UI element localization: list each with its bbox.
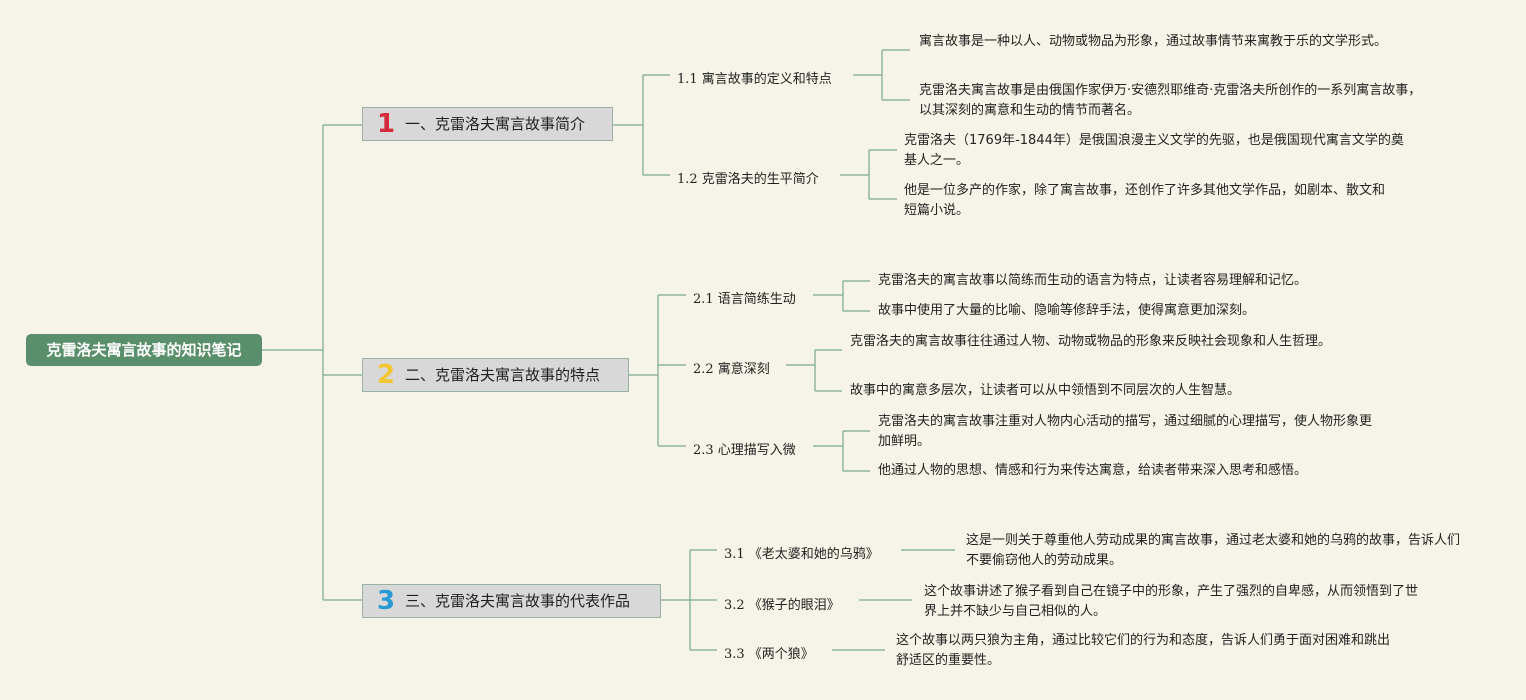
section-number-1: 1 bbox=[376, 109, 396, 139]
section-label: 二、克雷洛夫寓言故事的特点 bbox=[405, 366, 601, 384]
leaf-1-2-1: 克雷洛夫（1769年-1844年）是俄国浪漫主义文学的先驱，也是俄国现代寓言文学… bbox=[904, 133, 1404, 168]
root-node[interactable]: 克雷洛夫寓言故事的知识笔记 bbox=[26, 334, 262, 366]
section-3-node[interactable]: 3 三、克雷洛夫寓言故事的代表作品 bbox=[362, 584, 661, 618]
leaf-2-3-2: 他通过人物的思想、情感和行为来传达寓意，给读者带来深入思考和感悟。 bbox=[878, 463, 1308, 478]
leaf-1-1-2: 克雷洛夫寓言故事是由俄国作家伊万·安德烈耶维奇·克雷洛夫所创作的一系列寓言故事，… bbox=[919, 83, 1422, 118]
leaf-1-2-2: 他是一位多产的作家，除了寓言故事，还创作了许多其他文学作品，如剧本、散文和短篇小… bbox=[904, 183, 1386, 218]
leaf-1-1-1: 寓言故事是一种以人、动物或物品为形象，通过故事情节来寓教于乐的文学形式。 bbox=[919, 34, 1388, 49]
leaf-2-2-2: 故事中的寓意多层次，让读者可以从中领悟到不同层次的人生智慧。 bbox=[850, 383, 1241, 398]
subtopic-2-3[interactable]: 2.3 心理描写入微 bbox=[693, 443, 796, 458]
leaf-3-2-1: 这个故事讲述了猴子看到自己在镜子中的形象，产生了强烈的自卑感，从而领悟到了世界上… bbox=[924, 584, 1419, 619]
subtopic-3-1[interactable]: 3.1 《老太婆和她的乌鸦》 bbox=[724, 547, 879, 562]
section-label: 三、克雷洛夫寓言故事的代表作品 bbox=[405, 592, 631, 610]
leaf-3-1-1: 这是一则关于尊重他人劳动成果的寓言故事，通过老太婆和她的乌鸦的故事，告诉人们不要… bbox=[966, 533, 1461, 568]
subtopic-3-2[interactable]: 3.2 《猴子的眼泪》 bbox=[724, 598, 840, 613]
leaf-2-1-1: 克雷洛夫的寓言故事以简练而生动的语言为特点，让读者容易理解和记忆。 bbox=[878, 273, 1308, 288]
section-label: 一、克雷洛夫寓言故事简介 bbox=[405, 115, 586, 133]
leaf-2-1-2: 故事中使用了大量的比喻、隐喻等修辞手法，使得寓意更加深刻。 bbox=[878, 303, 1256, 318]
section-2-node[interactable]: 2 二、克雷洛夫寓言故事的特点 bbox=[362, 358, 629, 392]
section-1-node[interactable]: 1 一、克雷洛夫寓言故事简介 bbox=[362, 107, 613, 141]
subtopic-1-2[interactable]: 1.2 克雷洛夫的生平简介 bbox=[677, 172, 819, 187]
leaf-3-3-1: 这个故事以两只狼为主角，通过比较它们的行为和态度，告诉人们勇于面对困难和跳出舒适… bbox=[896, 633, 1391, 668]
subtopic-2-2[interactable]: 2.2 寓意深刻 bbox=[693, 362, 770, 377]
subtopic-2-1[interactable]: 2.1 语言简练生动 bbox=[693, 292, 796, 307]
subtopic-3-3[interactable]: 3.3 《两个狼》 bbox=[724, 647, 814, 662]
section-number-2: 2 bbox=[376, 360, 396, 390]
subtopic-1-1[interactable]: 1.1 寓言故事的定义和特点 bbox=[677, 72, 832, 87]
leaf-2-3-1: 克雷洛夫的寓言故事注重对人物内心活动的描写，通过细腻的心理描写，使人物形象更加鲜… bbox=[878, 414, 1373, 449]
leaf-2-2-1: 克雷洛夫的寓言故事往往通过人物、动物或物品的形象来反映社会现象和人生哲理。 bbox=[850, 334, 1332, 349]
section-number-3: 3 bbox=[376, 586, 396, 616]
